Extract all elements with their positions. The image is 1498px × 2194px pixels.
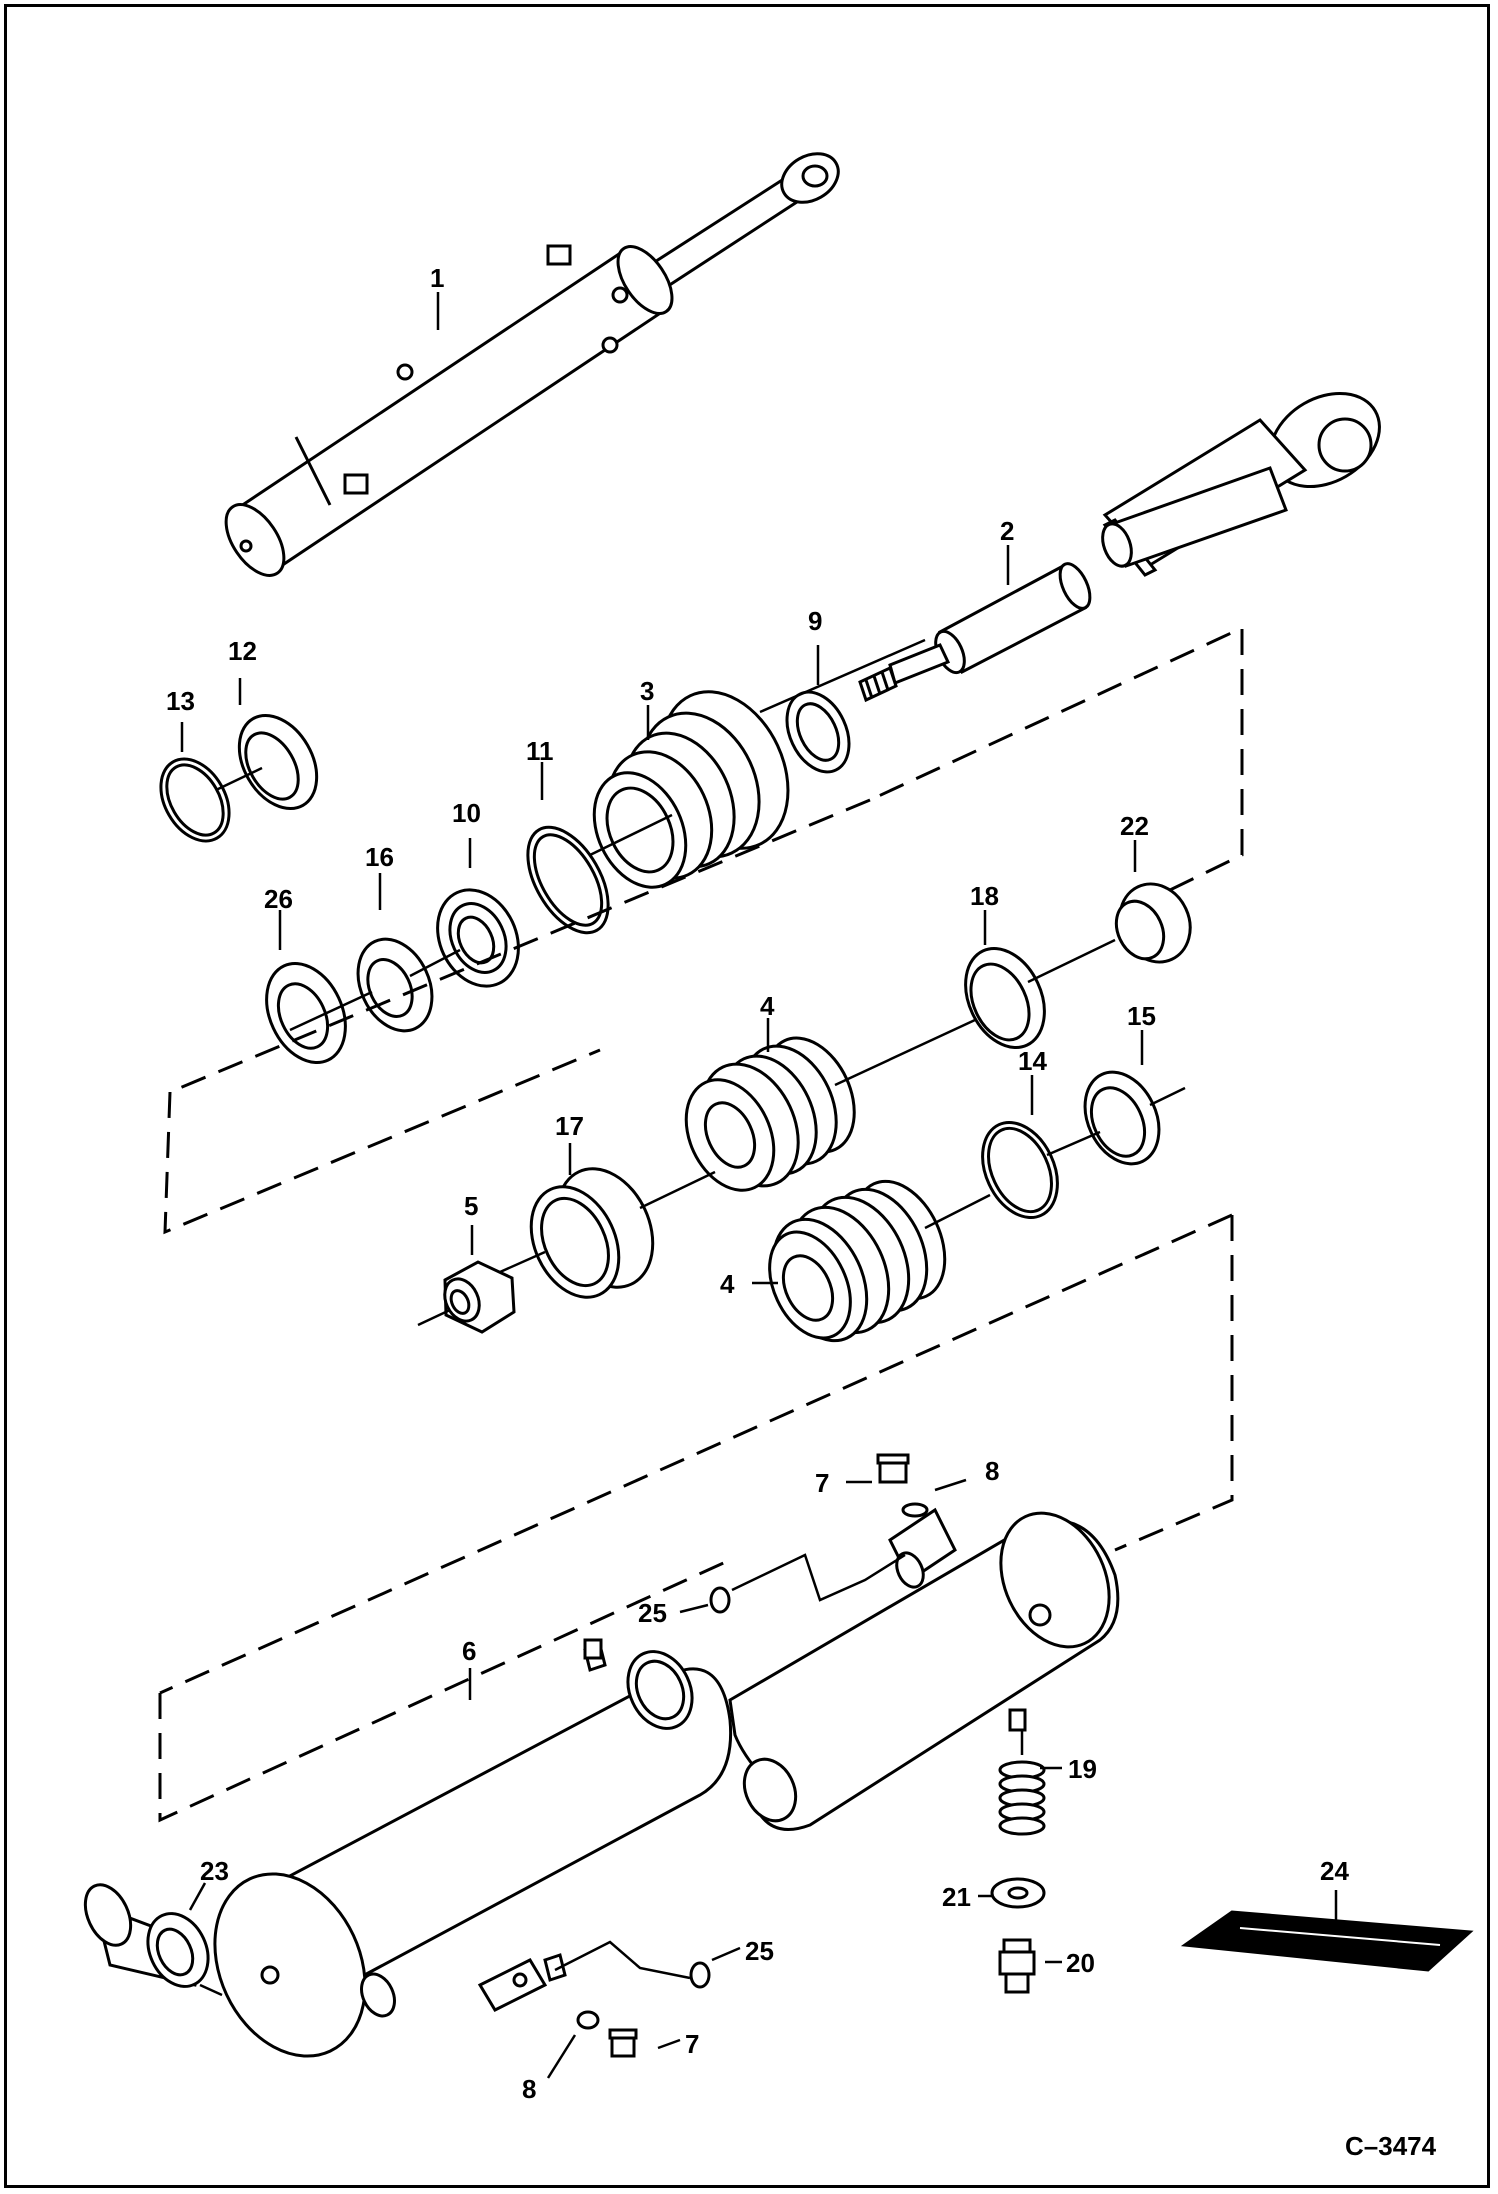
label-3: 3	[640, 676, 654, 706]
label-20: 20	[1066, 1948, 1095, 1978]
label-4a: 4	[760, 991, 775, 1021]
o-ring-8-lower	[576, 2010, 600, 2030]
label-8a: 8	[985, 1456, 999, 1486]
label-23: 23	[200, 1856, 229, 1886]
label-21: 21	[942, 1882, 971, 1912]
o-ring-25-upper	[709, 1586, 731, 1614]
rod	[858, 391, 1381, 703]
spring-19	[998, 1760, 1046, 1836]
assembly-dashed-lines	[158, 625, 1244, 1823]
label-11: 11	[526, 736, 554, 766]
gland	[592, 690, 790, 889]
label-12: 12	[228, 636, 257, 666]
assembled-cylinder	[224, 152, 840, 577]
check-valve-20	[998, 1938, 1036, 1994]
o-ring-8-upper	[901, 1502, 929, 1518]
decal-24	[1180, 1910, 1474, 1972]
label-14: 14	[1018, 1046, 1047, 1076]
label-18: 18	[970, 881, 999, 911]
part-number-labels: 1 2 3 9 12 13 11 10 16 26 22 18 15 14 4 …	[166, 263, 1349, 2104]
label-5: 5	[464, 1191, 478, 1221]
label-10: 10	[452, 798, 481, 828]
label-2: 2	[1000, 516, 1014, 546]
label-7b: 7	[685, 2029, 699, 2059]
label-15: 15	[1127, 1001, 1156, 1031]
label-26: 26	[264, 884, 293, 914]
label-25a: 25	[638, 1598, 667, 1628]
o-ring-25-lower	[689, 1961, 711, 1989]
leader-lines	[180, 292, 1338, 2079]
label-24: 24	[1320, 1856, 1349, 1886]
plug-7-lower	[610, 2036, 636, 2058]
piston-4-upper	[684, 1036, 856, 1192]
label-25b: 25	[745, 1936, 774, 1966]
label-1: 1	[430, 263, 444, 293]
piston-4-lower	[768, 1179, 947, 1343]
figure-reference: C–3474	[1345, 2131, 1437, 2161]
label-9: 9	[808, 606, 822, 636]
label-22: 22	[1120, 811, 1149, 841]
label-8b: 8	[522, 2074, 536, 2104]
label-6: 6	[462, 1636, 476, 1666]
label-7a: 7	[815, 1468, 829, 1498]
label-16: 16	[365, 842, 394, 872]
label-19: 19	[1068, 1754, 1097, 1784]
label-13: 13	[166, 686, 195, 716]
label-4b: 4	[720, 1269, 735, 1299]
alignment-lines	[199, 638, 1186, 1997]
label-17: 17	[555, 1111, 584, 1141]
barrel	[213, 1507, 1120, 2058]
